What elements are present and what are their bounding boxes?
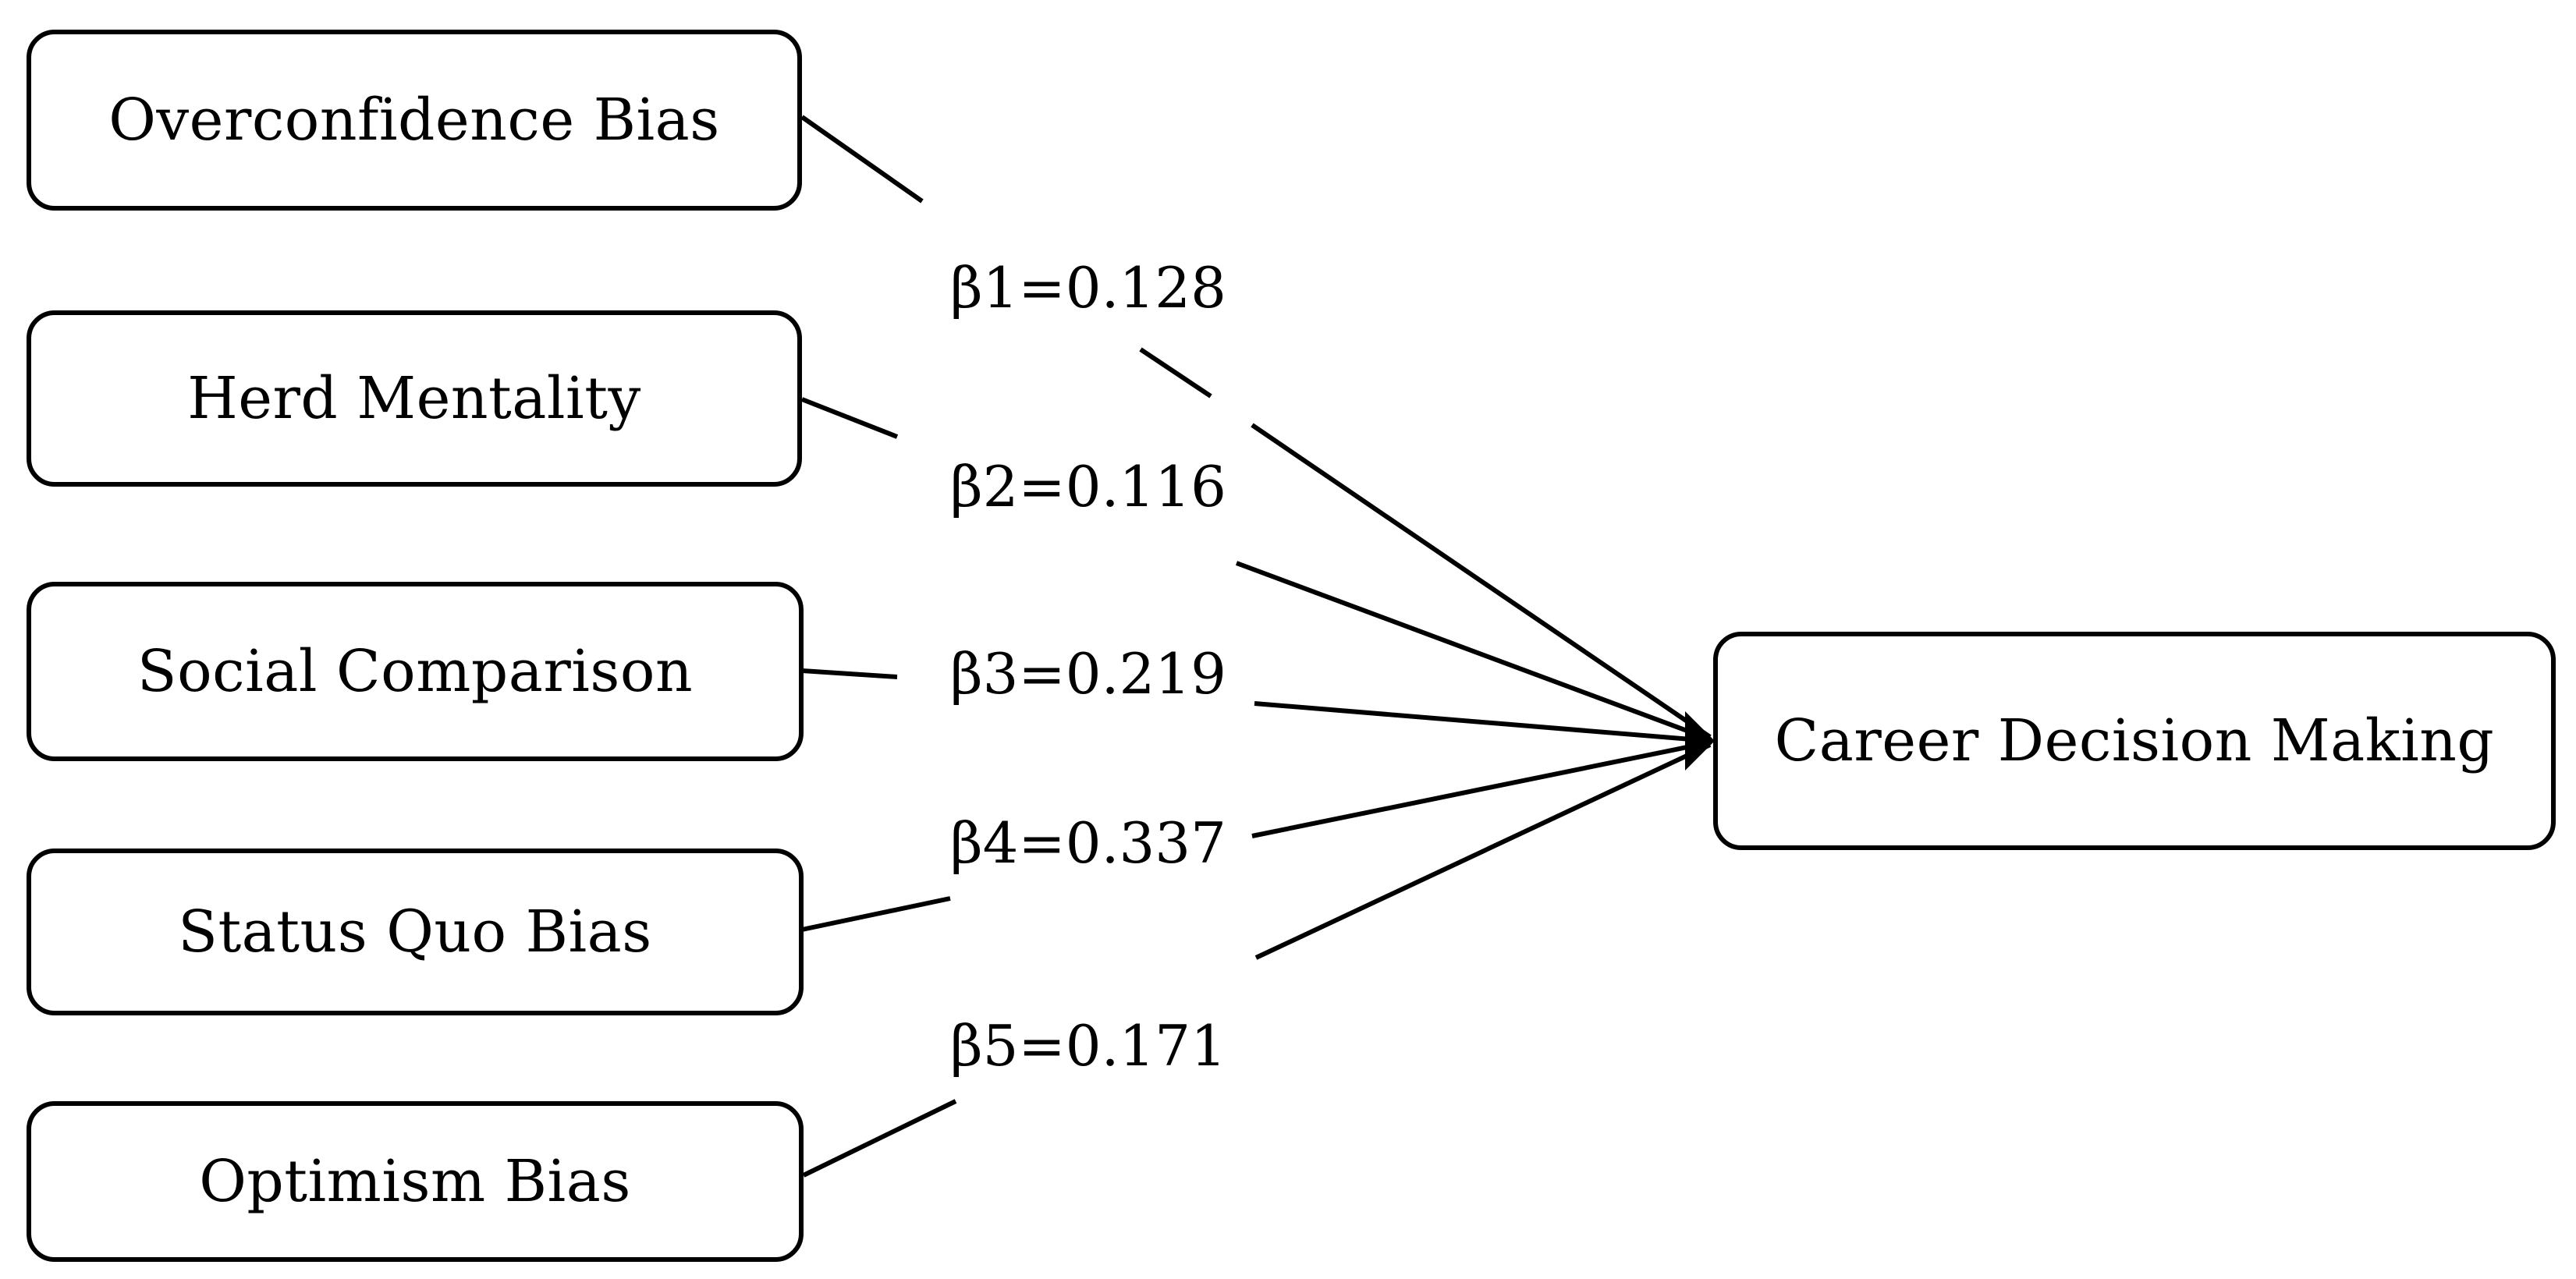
beta-label-5: β5=0.171 (950, 1013, 1226, 1079)
predictor-label-5: Optimism Bias (199, 1148, 631, 1215)
outcome-label: Career Decision Making (1774, 707, 2495, 774)
beta-label-3: β3=0.219 (950, 641, 1226, 707)
predictor-box-status-quo-bias: Status Quo Bias (27, 849, 804, 1015)
beta-label-4: β4=0.337 (950, 810, 1226, 876)
predictor-label-3: Social Comparison (137, 638, 694, 705)
beta-label-2: β2=0.116 (950, 454, 1226, 519)
predictor-label-4: Status Quo Bias (178, 898, 652, 965)
path-line-2b (1235, 561, 1712, 742)
path-line-1a (800, 115, 924, 204)
beta-label-1: β1=0.128 (950, 255, 1226, 321)
path-line-1c (1251, 423, 1712, 739)
predictor-label-1: Overconfidence Bias (108, 87, 720, 154)
path-line-4a (801, 896, 951, 932)
predictor-box-social-comparison: Social Comparison (27, 582, 804, 761)
path-line-3a (801, 668, 898, 679)
predictor-label-2: Herd Mentality (187, 365, 641, 432)
path-line-1b (1139, 347, 1212, 399)
path-line-5a (802, 1099, 957, 1178)
path-line-2a (800, 397, 899, 439)
predictor-box-overconfidence-bias: Overconfidence Bias (27, 30, 802, 211)
path-line-5b (1254, 742, 1712, 960)
path-line-4b (1251, 740, 1711, 838)
path-line-3b (1254, 701, 1711, 743)
outcome-box-career-decision-making: Career Decision Making (1713, 632, 2556, 850)
arrowhead-icon (1685, 711, 1715, 771)
predictor-box-herd-mentality: Herd Mentality (27, 310, 802, 487)
predictor-box-optimism-bias: Optimism Bias (27, 1101, 804, 1262)
